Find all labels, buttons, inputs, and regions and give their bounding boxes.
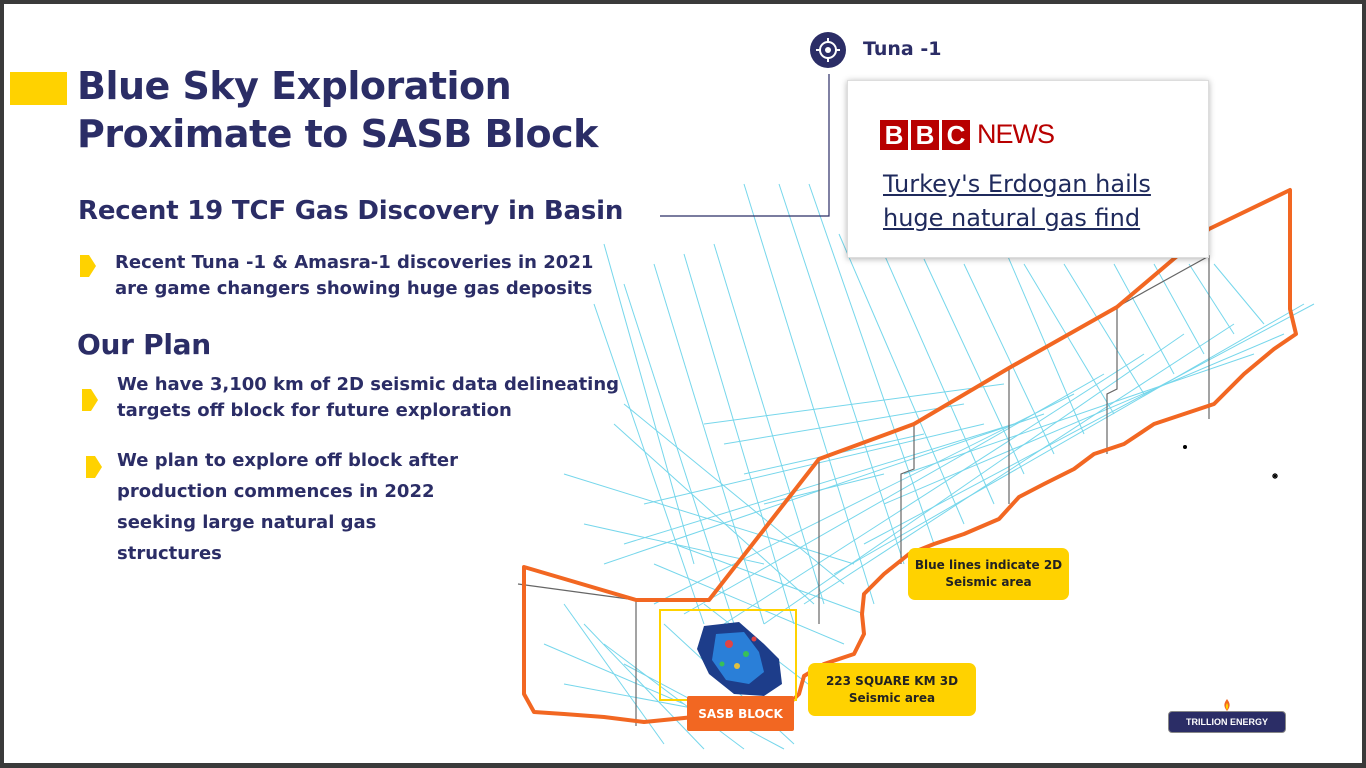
bullet-seismic-line-2: targets off block for future exploration bbox=[117, 400, 512, 421]
title-line-2: Proximate to SASB Block bbox=[77, 112, 598, 156]
bullet-discoveries: Recent Tuna -1 & Amasra-1 discoveries in… bbox=[115, 250, 593, 302]
block-outlines bbox=[517, 254, 1210, 726]
target-icon bbox=[810, 32, 846, 68]
tuna-well-label: Tuna -1 bbox=[863, 38, 942, 60]
callout-2d-seismic: Blue lines indicate 2D Seismic area bbox=[908, 548, 1069, 600]
bbc-news-card[interactable]: B B C NEWS Turkey's Erdogan hails huge n… bbox=[847, 80, 1209, 258]
slide-title: Blue Sky Exploration Proximate to SASB B… bbox=[77, 62, 598, 158]
flame-icon bbox=[1224, 699, 1230, 711]
bullet-seismic-data: We have 3,100 km of 2D seismic data deli… bbox=[117, 372, 619, 424]
bullet-icon bbox=[86, 456, 102, 478]
callout-2d-line-2: Seismic area bbox=[945, 575, 1032, 589]
trillion-energy-text: TRILLION ENERGY bbox=[1168, 711, 1286, 733]
bullet-explore-line-4: structures bbox=[117, 543, 222, 564]
bbc-logo-b2: B bbox=[911, 119, 939, 150]
callout-2d-line-1: Blue lines indicate 2D bbox=[914, 558, 1063, 572]
well-marker bbox=[1183, 445, 1187, 449]
well-marker-star bbox=[1272, 473, 1278, 479]
title-accent-bar bbox=[10, 72, 67, 105]
bullet-icon bbox=[82, 389, 98, 411]
trillion-energy-logo: TRILLION ENERGY bbox=[1168, 699, 1288, 733]
bbc-logo-c: C bbox=[942, 119, 970, 150]
bullet-explore-line-3: seeking large natural gas bbox=[117, 512, 377, 533]
slide: Blue Sky Exploration Proximate to SASB B… bbox=[4, 4, 1362, 763]
callout-3d-line-1: 223 SQUARE KM 3D bbox=[825, 673, 959, 688]
bullet-explore-off-block: We plan to explore off block after produ… bbox=[117, 445, 458, 569]
news-headline-link[interactable]: Turkey's Erdogan hails huge natural gas … bbox=[883, 167, 1151, 235]
sasb-block-label: SASB BLOCK bbox=[687, 696, 794, 731]
bullet-icon bbox=[80, 255, 96, 277]
seismic-3d-area bbox=[697, 622, 782, 696]
plan-heading: Our Plan bbox=[77, 328, 211, 361]
news-headline-line-2: huge natural gas find bbox=[883, 204, 1141, 232]
bullet-discoveries-line-2: are game changers showing huge gas depos… bbox=[115, 278, 593, 299]
bullet-discoveries-line-1: Recent Tuna -1 & Amasra-1 discoveries in… bbox=[115, 252, 594, 273]
bullet-seismic-line-1: We have 3,100 km of 2D seismic data deli… bbox=[117, 374, 620, 395]
seismic-map bbox=[517, 74, 1315, 750]
bullet-explore-line-2: production commences in 2022 bbox=[117, 481, 435, 502]
title-line-1: Blue Sky Exploration bbox=[77, 64, 512, 108]
discovery-subheading: Recent 19 TCF Gas Discovery in Basin bbox=[78, 196, 624, 226]
news-headline-line-1: Turkey's Erdogan hails bbox=[883, 170, 1151, 198]
callout-3d-line-2: Seismic area bbox=[848, 690, 936, 705]
callout-3d-seismic: 223 SQUARE KM 3D Seismic area bbox=[808, 663, 976, 716]
bullet-explore-line-1: We plan to explore off block after bbox=[117, 450, 459, 471]
bbc-logo-b1: B bbox=[880, 119, 908, 150]
connector-line bbox=[660, 74, 830, 217]
bbc-news-logo: B B C NEWS bbox=[880, 119, 1055, 150]
bbc-logo-news: NEWS bbox=[977, 119, 1055, 149]
seismic-2d-lines bbox=[543, 183, 1315, 750]
